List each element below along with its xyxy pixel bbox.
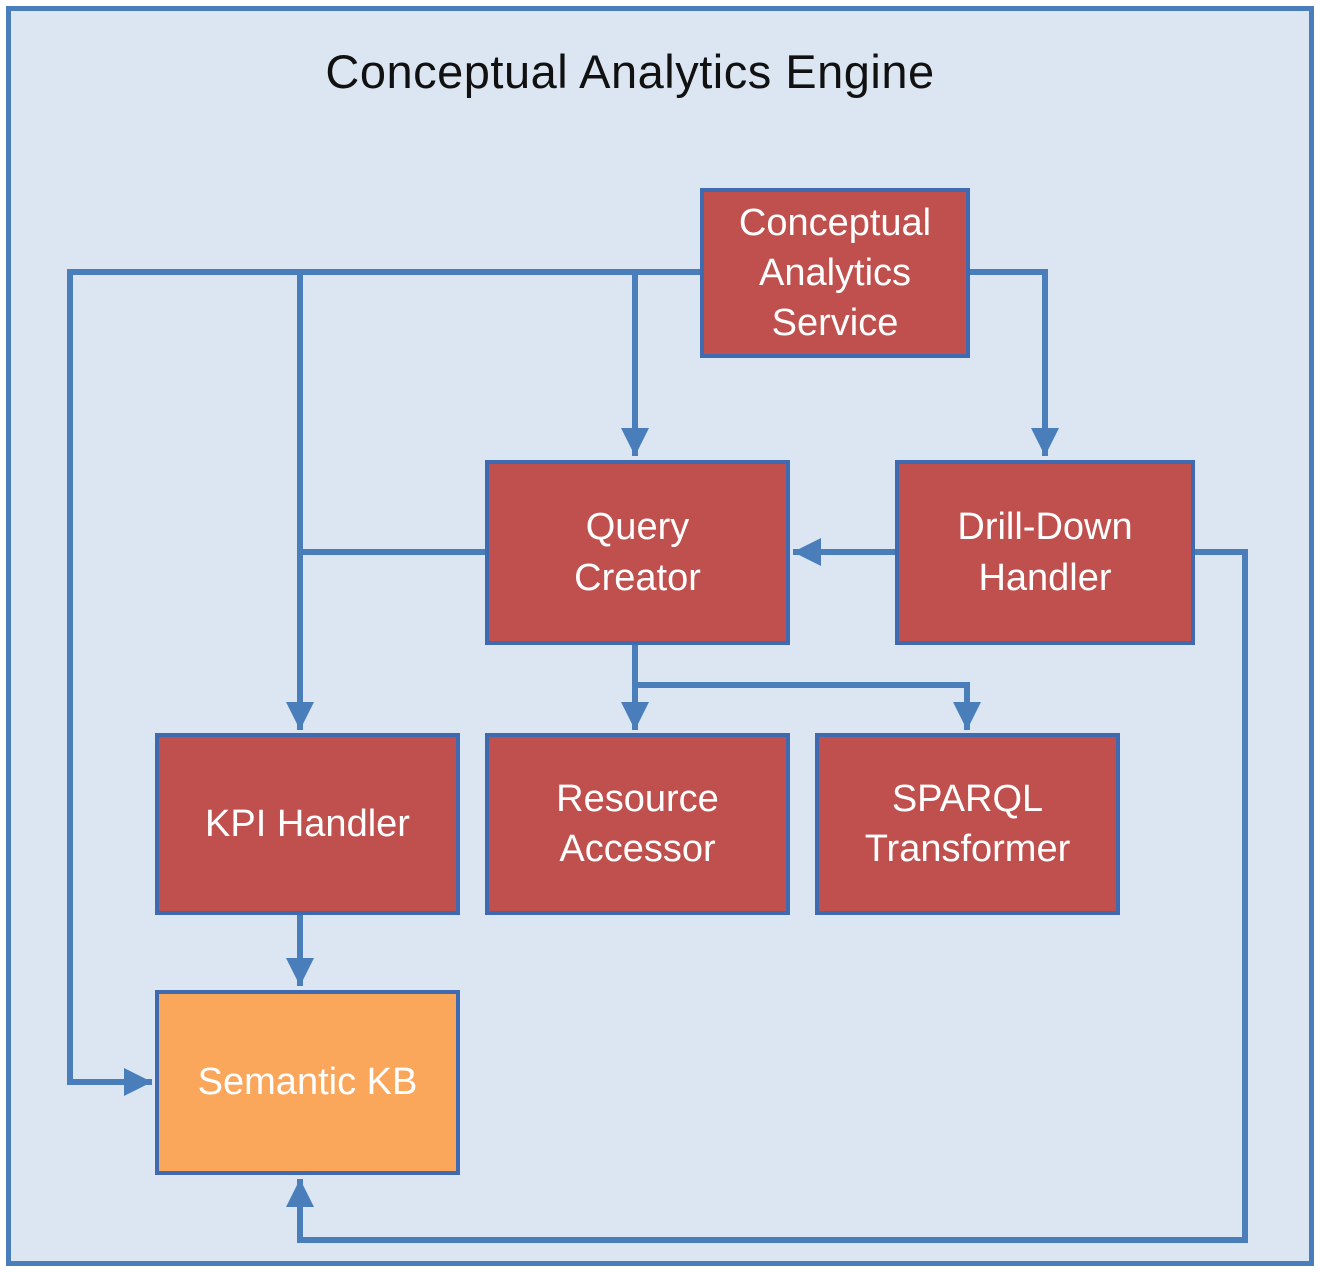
node-label-line: SPARQL	[891, 777, 1044, 820]
node-label-line: Drill-Down	[957, 506, 1133, 549]
node-semantic-kb: Semantic KB	[155, 990, 460, 1175]
node-kpi-handler: KPI Handler	[155, 733, 460, 915]
node-label-line: Creator	[574, 556, 701, 599]
diagram-title: Conceptual Analytics Engine	[325, 45, 935, 98]
node-label-line: Conceptual	[738, 201, 932, 244]
node-label-line: KPI Handler	[205, 802, 410, 845]
node-label-line: Query	[585, 506, 690, 549]
node-label-line: Accessor	[559, 828, 716, 870]
node-label-line: Semantic KB	[197, 1061, 418, 1104]
node-resource-accessor: Resource Accessor	[485, 733, 790, 915]
node-label-line: Service	[771, 302, 899, 345]
node-query-creator: Query Creator	[485, 460, 790, 645]
node-sparql-transformer: SPARQL Transformer	[815, 733, 1120, 915]
node-drill-down-handler: Drill-Down Handler	[895, 460, 1195, 645]
node-label-line: Transformer	[864, 828, 1071, 870]
node-label-line: Resource	[556, 777, 719, 820]
node-label-line: Handler	[978, 556, 1112, 599]
node-conceptual-analytics-service: Conceptual Analytics Service	[700, 188, 970, 358]
node-label-line: Analytics	[758, 251, 912, 294]
